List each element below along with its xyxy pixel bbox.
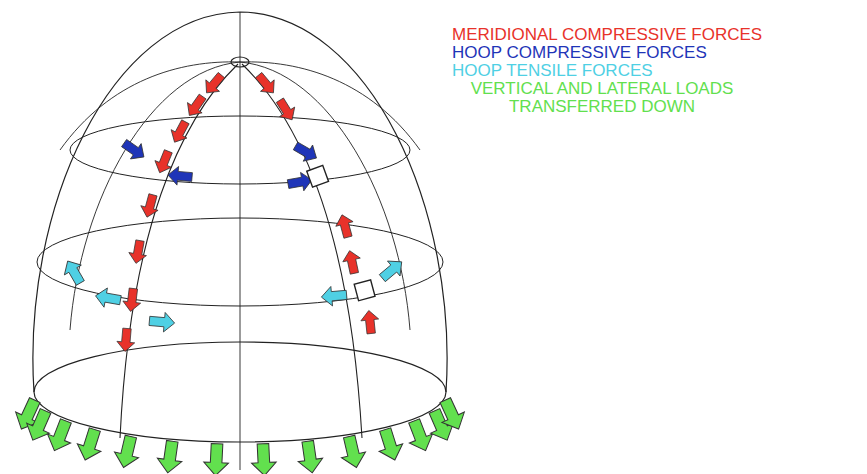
meridional-arrow — [200, 69, 229, 98]
axis-line — [240, 12, 241, 470]
stress-element — [354, 280, 375, 301]
meridional-arrow — [127, 239, 149, 265]
load-arrow — [403, 416, 437, 455]
legend-entry: HOOP TENSILE FORCES — [452, 62, 862, 80]
meridional-arrow — [272, 95, 299, 124]
meridional-arrow — [341, 249, 363, 275]
load-arrow — [434, 395, 470, 434]
load-arrow — [73, 426, 106, 464]
hoop-compression-arrow — [291, 138, 321, 166]
legend-text: HOOP TENSILE FORCES — [452, 61, 653, 80]
meridian-back — [60, 62, 420, 150]
meridian-right — [242, 64, 362, 438]
hoop-tension-arrow — [149, 311, 176, 333]
legend-entry: MERIDIONAL COMPRESSIVE FORCES — [452, 26, 862, 44]
legend-text: HOOP COMPRESSIVE FORCES — [452, 43, 707, 62]
meridional-arrow — [122, 287, 143, 312]
load-arrow — [296, 440, 325, 474]
load-arrow — [156, 440, 185, 474]
hoop-tension-arrow — [376, 254, 408, 285]
hoop-tension-arrow — [321, 285, 348, 307]
hoop-compression-arrow — [167, 166, 193, 187]
load-arrow — [373, 426, 406, 464]
meridional-arrow — [182, 91, 210, 120]
meridional-arrow — [138, 193, 161, 220]
legend-entry: HOOP COMPRESSIVE FORCES — [452, 44, 862, 62]
load-arrow — [337, 434, 368, 471]
stress-element — [307, 165, 329, 187]
load-arrow — [43, 416, 77, 455]
meridian-left — [120, 64, 238, 438]
legend: MERIDIONAL COMPRESSIVE FORCESHOOP COMPRE… — [452, 26, 862, 116]
meridian-side — [70, 62, 410, 330]
meridional-arrow — [116, 328, 136, 353]
legend-text: VERTICAL AND LATERAL LOADS TRANSFERRED D… — [471, 79, 734, 116]
load-arrow — [112, 434, 143, 471]
hoop-tension-arrow — [59, 256, 89, 288]
hoop-tension-arrow — [94, 286, 122, 310]
hoop-compression-arrow — [119, 135, 150, 164]
load-arrow — [251, 443, 277, 474]
meridional-arrow — [333, 213, 356, 240]
meridional-arrow — [360, 310, 380, 335]
meridional-arrow — [252, 69, 281, 98]
meridional-arrow — [167, 118, 194, 147]
load-arrow — [203, 443, 229, 474]
legend-text: MERIDIONAL COMPRESSIVE FORCES — [452, 25, 762, 44]
legend-entry: VERTICAL AND LATERAL LOADS TRANSFERRED D… — [452, 80, 752, 116]
